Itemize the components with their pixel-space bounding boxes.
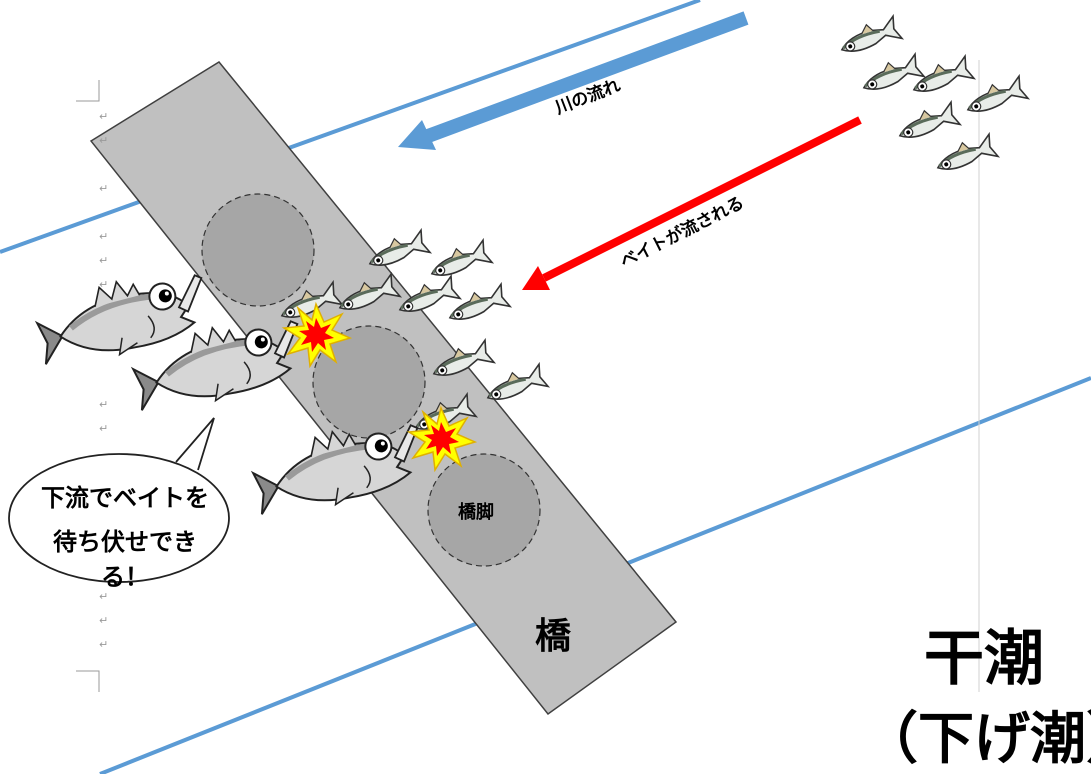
- paragraph-mark: ↵: [99, 182, 109, 195]
- margin-corner-top: [76, 80, 100, 102]
- tide-subtitle: （下げ潮）: [862, 707, 1091, 772]
- bubble-line-2: 待ち伏せできる！: [53, 528, 197, 591]
- paragraph-mark: ↵: [99, 278, 109, 291]
- paragraph-mark: ↵: [99, 134, 109, 147]
- margin-corner-bottom: [76, 670, 100, 692]
- paragraph-mark: ↵: [99, 398, 109, 411]
- paragraph-mark: ↵: [99, 638, 109, 651]
- small-fish-icon: [857, 50, 926, 101]
- pier-3: [427, 453, 541, 567]
- bridge-label: 橋: [535, 616, 571, 657]
- small-fish-icon: [907, 52, 976, 103]
- river-flow-arrow: [398, 11, 749, 150]
- river-bank-upper: [0, 0, 701, 254]
- paragraph-mark: ↵: [99, 614, 109, 627]
- paragraph-mark: ↵: [99, 254, 109, 267]
- small-fish-icon: [443, 280, 512, 331]
- small-fish-icon: [835, 12, 904, 63]
- small-fish-icon: [961, 72, 1030, 123]
- small-fish-icon: [893, 98, 962, 149]
- small-fish-icon: [425, 236, 494, 287]
- speech-bubble: [8, 417, 230, 583]
- paragraph-mark: ↵: [99, 230, 109, 243]
- bait-flow-arrow: [522, 116, 862, 290]
- tide-title: 干潮: [924, 624, 1044, 694]
- pier-2: [312, 325, 426, 439]
- bubble-line-1: 下流でベイトを: [41, 484, 209, 512]
- small-fish-icon: [931, 130, 1000, 181]
- paragraph-mark: ↵: [99, 422, 109, 435]
- pier-label: 橋脚: [458, 501, 494, 523]
- bait-school-upstream: [835, 12, 1030, 181]
- pier-1: [201, 193, 315, 307]
- paragraph-mark: ↵: [99, 590, 109, 603]
- paragraph-mark: ↵: [99, 110, 109, 123]
